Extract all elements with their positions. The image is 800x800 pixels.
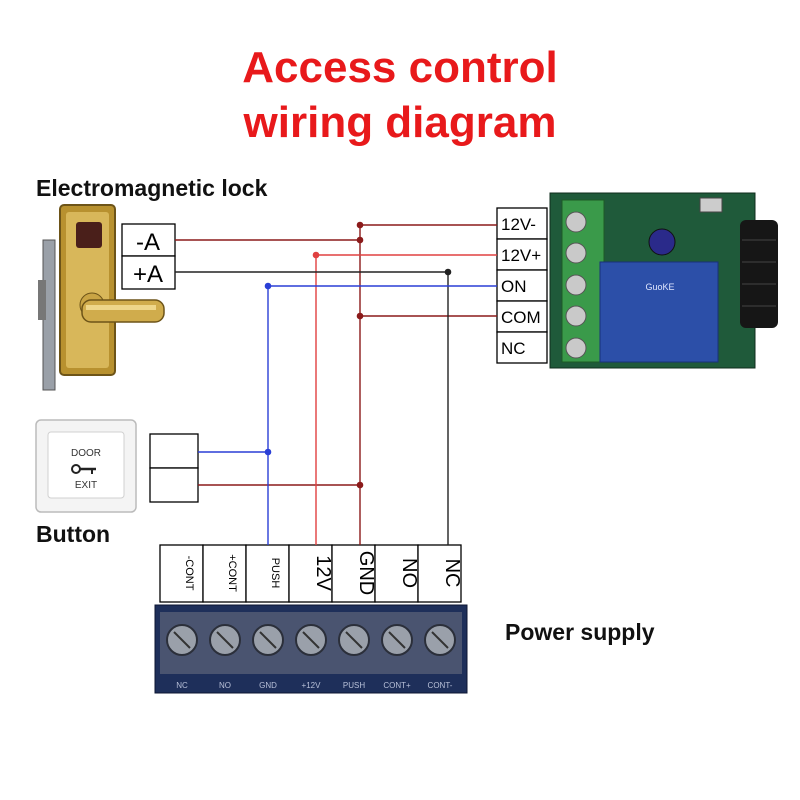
electromagnetic-lock-image [38, 204, 165, 391]
junction-dot [312, 251, 320, 259]
junction-dot [444, 268, 452, 276]
ps-terminal-push: PUSH [269, 558, 281, 589]
strip-label-nc: NC [176, 681, 188, 690]
junction-dot [264, 282, 272, 290]
wire-relay-12v-neg-to-gnd [359, 224, 497, 545]
junction-dot [356, 481, 364, 489]
button-face-exit: EXIT [75, 480, 97, 491]
power-supply-label: Power supply [505, 619, 655, 645]
strip-label-12v: +12V [302, 681, 322, 690]
strip-label-cont-neg: CONT- [428, 681, 453, 690]
lock-terminal-block: -A +A [121, 223, 176, 290]
ps-terminal-12v: 12V [312, 555, 334, 591]
lock-terminal-pos: +A [133, 261, 163, 288]
strip-label-push: PUSH [343, 681, 365, 690]
power-supply-terminal-block: -CONT +CONT PUSH 12V GND NO NC [159, 544, 463, 603]
ps-terminal-cont-pos: +CONT [226, 554, 238, 592]
diagram-title-line2: wiring diagram [243, 98, 557, 147]
wire-relay-12v-pos-to-12v [315, 254, 497, 545]
strip-label-cont-pos: CONT+ [383, 681, 411, 690]
ps-terminal-gnd: GND [355, 551, 377, 595]
junction-dot [356, 221, 364, 229]
diagram-title-line1: Access control [242, 43, 558, 92]
ps-terminal-cont-neg: -CONT [183, 556, 195, 591]
key-icon [71, 464, 96, 474]
strip-label-no: NO [219, 681, 231, 690]
lock-label: Electromagnetic lock [36, 175, 268, 201]
button-terminal-block [149, 433, 199, 503]
junction-dots [264, 221, 452, 489]
lock-terminal-neg: -A [136, 229, 160, 256]
relay-terminal-12v-neg: 12V- [501, 215, 536, 234]
junction-dot [356, 312, 364, 320]
ps-terminal-no: NO [398, 558, 420, 588]
ps-terminal-nc: NC [441, 559, 463, 588]
junction-dot [264, 448, 272, 456]
relay-terminal-on: ON [501, 277, 527, 296]
relay-screw-terminals [565, 211, 587, 359]
relay-brand: GuoKE [645, 282, 674, 292]
strip-label-gnd: GND [259, 681, 277, 690]
exit-button-image: DOOR EXIT [35, 419, 137, 513]
relay-terminal-nc: NC [501, 339, 526, 358]
junction-dot [356, 236, 364, 244]
button-label: Button [36, 521, 111, 547]
relay-terminal-block: 12V- 12V+ ON COM NC [496, 207, 548, 364]
power-supply-strip-image: NC NO GND +12V PUSH CONT+ CONT- [154, 604, 468, 694]
relay-terminal-com: COM [501, 308, 541, 327]
relay-terminal-12v-pos: 12V+ [501, 246, 541, 265]
power-supply-screws [166, 624, 456, 656]
button-face-door: DOOR [71, 448, 101, 459]
wire-relay-on-to-push [267, 285, 497, 545]
relay-module-image: GuoKE [549, 192, 778, 369]
